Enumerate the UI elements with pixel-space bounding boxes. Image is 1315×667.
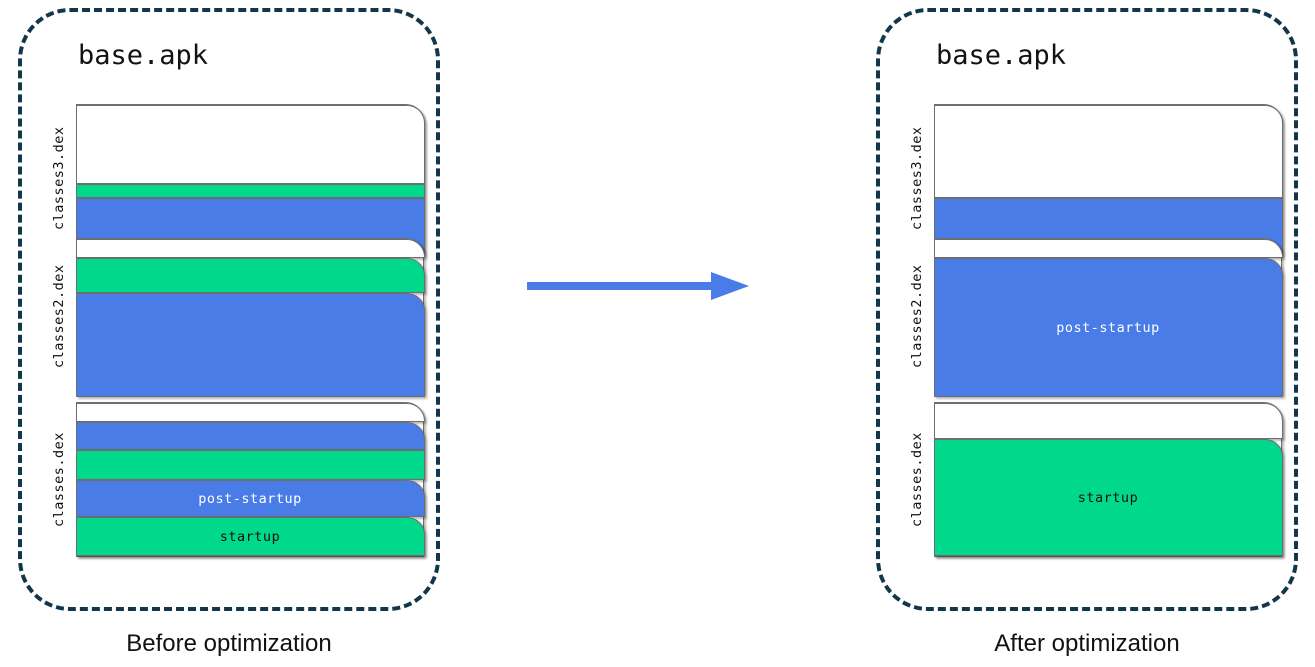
dex-label-classes2-after: classes2.dex (909, 264, 925, 368)
dex-segment-white (933, 105, 1283, 198)
dex-box-classes2-before (75, 238, 425, 397)
dex-group-classes-before: classes.dex post-startup startup (48, 402, 425, 557)
dex-segment-blue (75, 422, 425, 450)
dex-label-classes-after: classes.dex (909, 432, 925, 527)
dex-segment-white (75, 403, 425, 422)
dex-segment-startup: startup (933, 439, 1283, 556)
dex-segment-post-startup: post-startup (75, 480, 425, 517)
arrow-shaft-icon (527, 282, 715, 290)
dex-box-classes-after: startup (933, 402, 1283, 557)
dex-box-classes3-after (933, 104, 1283, 255)
dex-group-classes3-before: classes3.dex (48, 104, 425, 255)
apk-title-after: base.apk (936, 40, 1067, 71)
dex-segment-white (75, 239, 425, 258)
dex-group-classes-after: classes.dex startup (906, 402, 1283, 557)
dex-segment-green (75, 258, 425, 293)
dex-group-classes2-before: classes2.dex (48, 238, 425, 397)
dex-segment-white (933, 239, 1283, 258)
dex-group-classes2-after: classes2.dex post-startup (906, 238, 1283, 397)
dex-label-classes-before: classes.dex (51, 432, 67, 527)
apk-panel-before: base.apk classes3.dex classes2.dex class… (18, 8, 440, 611)
transformation-arrow (527, 272, 751, 300)
apk-panel-after: base.apk classes3.dex classes2.dex post-… (876, 8, 1298, 611)
dex-label-classes3-after: classes3.dex (909, 126, 925, 230)
caption-after-optimization: After optimization (994, 630, 1180, 657)
dex-box-classes3-before (75, 104, 425, 255)
dex-segment-post-startup: post-startup (933, 258, 1283, 397)
arrow-head-icon (711, 272, 749, 300)
apk-title-before: base.apk (78, 40, 209, 71)
dex-segment-green (75, 184, 425, 198)
dex-segment-white (75, 105, 425, 184)
dex-label-classes2-before: classes2.dex (51, 264, 67, 368)
dex-segment-blue (75, 293, 425, 397)
dex-segment-white (933, 403, 1283, 439)
caption-before-optimization: Before optimization (126, 630, 332, 657)
dex-box-classes2-after: post-startup (933, 238, 1283, 397)
dex-box-classes-before: post-startup startup (75, 402, 425, 557)
dex-segment-startup: startup (75, 517, 425, 556)
dex-segment-green (75, 450, 425, 480)
dex-group-classes3-after: classes3.dex (906, 104, 1283, 255)
dex-label-classes3-before: classes3.dex (51, 126, 67, 230)
